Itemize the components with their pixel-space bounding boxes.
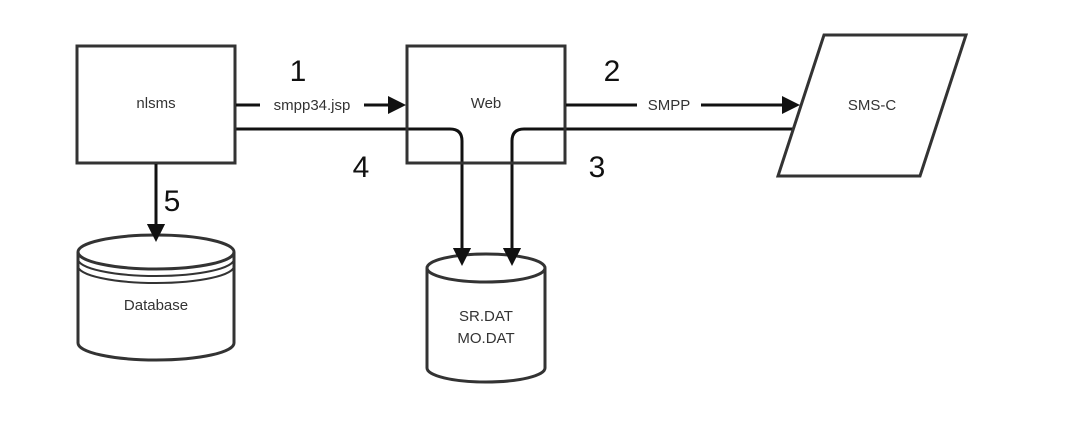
- nlsms-label: nlsms: [136, 95, 175, 112]
- database-ring-2: [77, 265, 235, 284]
- edge-1-label-bg: [260, 94, 364, 116]
- edge-2-label-bg: [637, 94, 701, 116]
- database-ring-1: [77, 258, 235, 277]
- node-smsc[interactable]: SMS-C: [775, 33, 969, 178]
- web-box: [405, 44, 567, 165]
- edge-3-line: [510, 127, 794, 252]
- datfiles-body: [425, 268, 547, 384]
- edge-4-line: [236, 127, 464, 252]
- edge-3-arrowhead-overlay: [503, 248, 521, 266]
- smsc-shape: [775, 33, 969, 178]
- datfiles-label-line-1: SR.DAT: [459, 308, 513, 325]
- database-label: Database: [124, 297, 188, 314]
- edge-2-label: SMPP: [648, 97, 691, 114]
- step-number-5: 5: [164, 185, 181, 218]
- edge-2: SMPP: [566, 94, 800, 116]
- step-number-2: 2: [604, 55, 621, 88]
- node-datfiles[interactable]: SR.DAT MO.DAT: [425, 248, 547, 384]
- edge-1-label: smpp34.jsp: [274, 97, 351, 114]
- edge-5-arrowhead-overlay: [147, 224, 165, 242]
- smsc-label: SMS-C: [848, 97, 897, 114]
- node-database[interactable]: Database: [76, 224, 236, 362]
- datfiles-top: [425, 252, 547, 284]
- edge-1: smpp34.jsp: [236, 94, 406, 116]
- step-number-4: 4: [353, 151, 370, 184]
- node-nlsms[interactable]: nlsms: [75, 44, 237, 165]
- step-number-1: 1: [290, 55, 307, 88]
- edge-2-arrowhead: [782, 96, 800, 114]
- database-body: [76, 252, 236, 362]
- nlsms-box: [75, 44, 237, 165]
- step-number-3: 3: [589, 151, 606, 184]
- edge-4-arrowhead-overlay: [453, 248, 471, 266]
- edge-1-arrowhead: [388, 96, 406, 114]
- web-label: Web: [471, 95, 502, 112]
- datfiles-label-line-2: MO.DAT: [457, 330, 514, 347]
- node-web[interactable]: Web: [405, 44, 567, 165]
